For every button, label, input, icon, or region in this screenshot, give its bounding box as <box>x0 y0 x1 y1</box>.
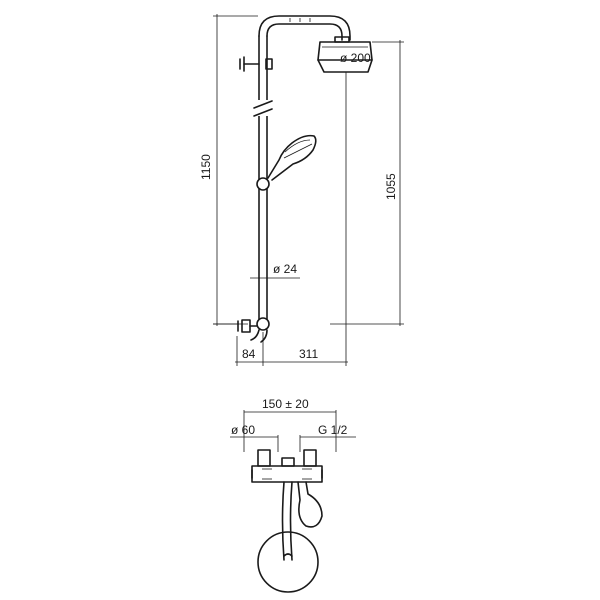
front-view: 150 ± 20 ø 60 G 1/2 <box>230 397 356 593</box>
overall-height-label: 1150 <box>199 154 213 180</box>
centres-dimension: 150 ± 20 <box>243 397 337 452</box>
pipe-break-symbol <box>253 100 273 117</box>
base-disc <box>257 531 319 593</box>
top-wall-bracket <box>239 56 273 72</box>
arm-reach-label: 311 <box>299 347 318 361</box>
bottom-valve-connection <box>237 317 270 343</box>
flange-diameter-dimension: ø 60 <box>230 423 279 452</box>
thread-label: G 1/2 <box>318 423 348 437</box>
pipe-diameter-label: ø 24 <box>273 262 297 276</box>
front-riser-pipe <box>281 481 293 561</box>
slider-bracket <box>256 177 270 191</box>
head-height-label: 1055 <box>384 173 398 200</box>
hand-shower <box>267 134 317 181</box>
pipe-diameter-dimension: ø 24 <box>250 262 300 282</box>
overall-height-dimension: 1150 <box>199 14 258 326</box>
overhead-arm <box>258 15 351 41</box>
horizontal-offset-dimensions: 84 311 <box>235 72 348 366</box>
centres-label: 150 ± 20 <box>262 397 309 411</box>
head-diameter-label: ø 200 <box>340 51 371 65</box>
wall-offset-label: 84 <box>242 347 256 361</box>
hand-shower-front <box>297 481 323 528</box>
flange-diameter-label: ø 60 <box>231 423 255 437</box>
side-elevation-view: ø 200 ø 24 <box>199 14 404 366</box>
head-height-dimension: 1055 <box>330 40 404 326</box>
thread-dimension: G 1/2 <box>299 423 356 452</box>
mixer-body <box>251 457 323 483</box>
shower-head: ø 200 <box>317 36 373 73</box>
